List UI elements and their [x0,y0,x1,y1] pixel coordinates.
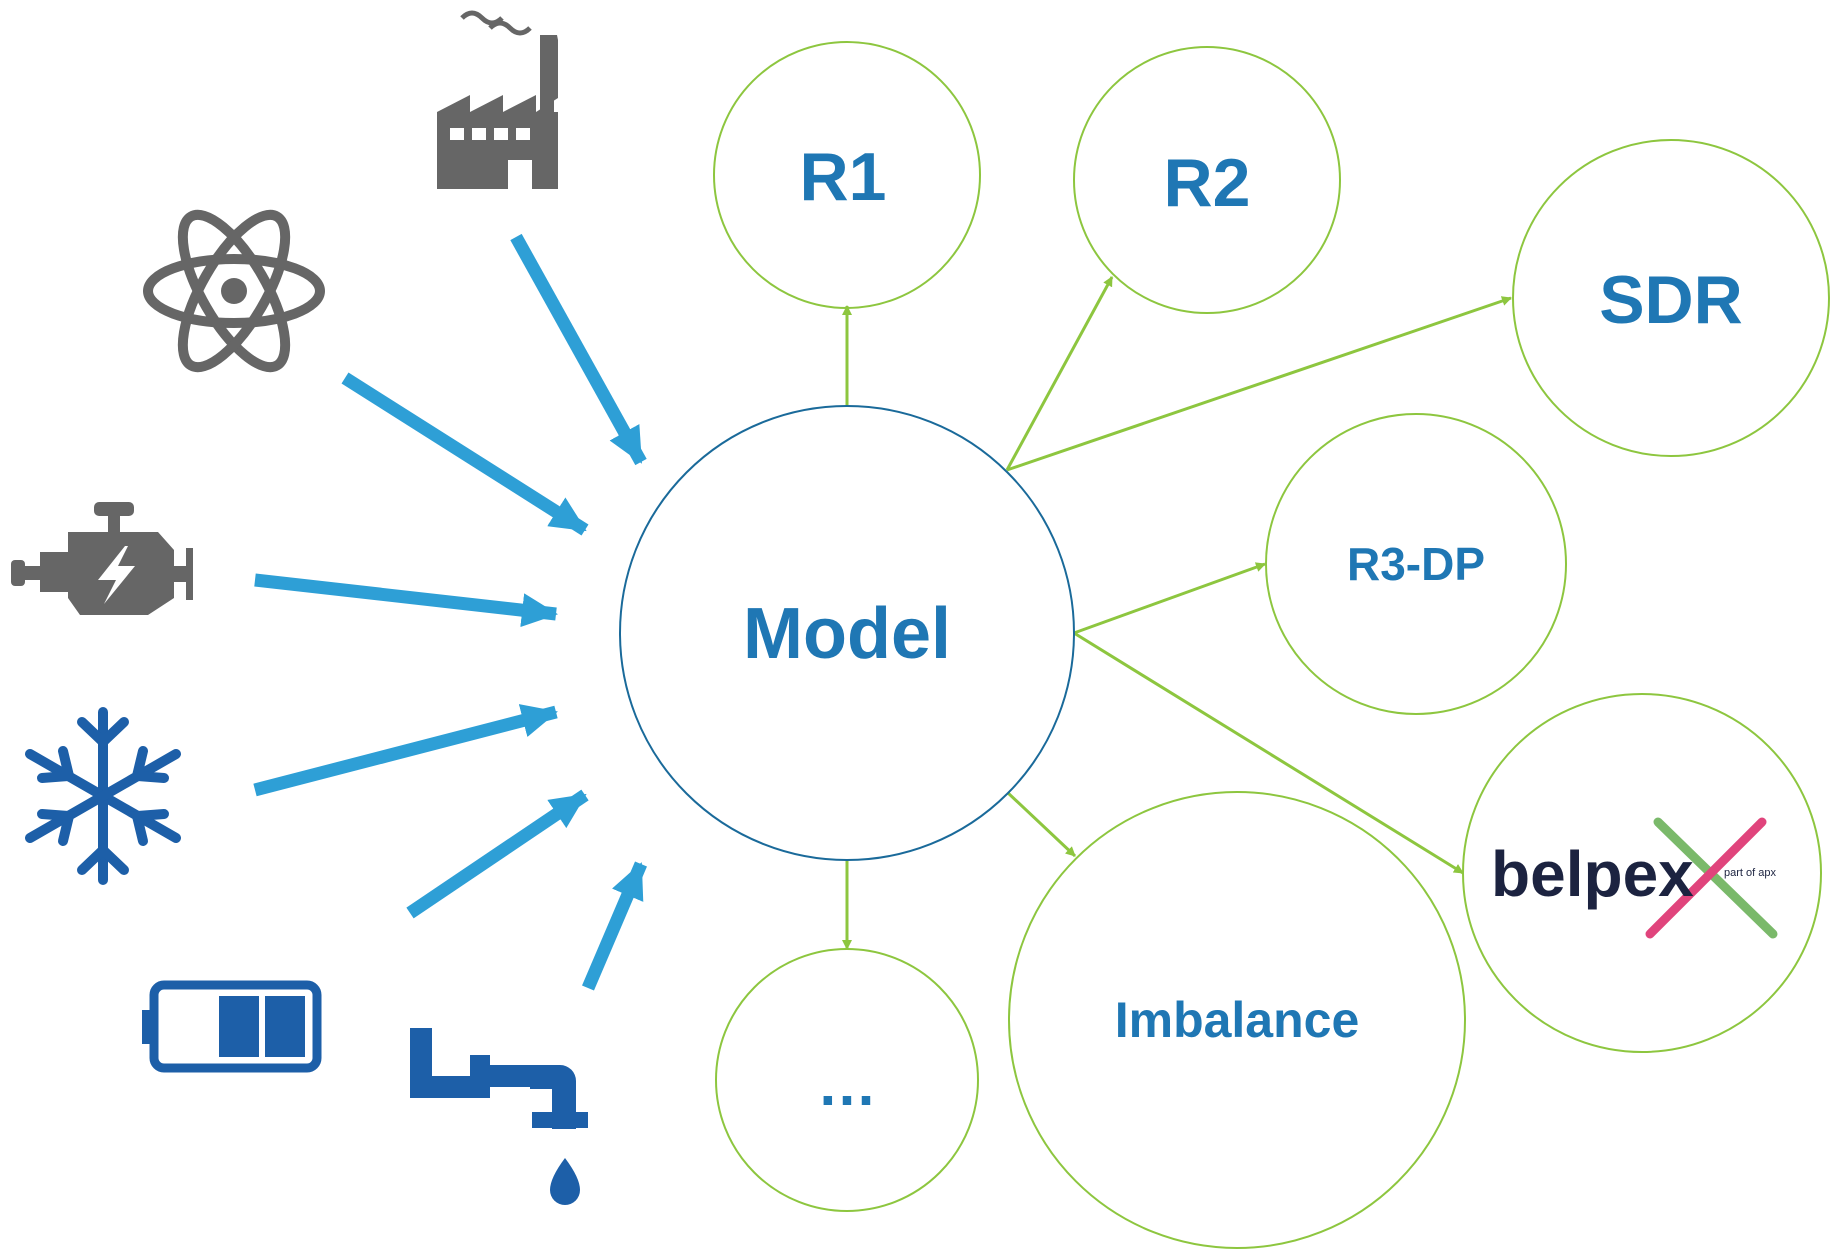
input-arrow-battery [406,789,589,919]
belpex-wordmark: belpex [1491,838,1694,910]
belpex-logo: belpex part of apx [1491,817,1778,939]
r2-circle [1073,46,1341,314]
model-label: Model [743,594,951,674]
belpex-sublabel: part of apx [1724,867,1776,879]
connector-imbalance [1005,790,1077,858]
r3dp-label: R3-DP [1347,538,1485,590]
belpex-circle [1462,693,1822,1053]
connector-belpex [1073,631,1464,875]
sdr-circle [1512,139,1830,457]
input-arrow-cooling [253,704,558,797]
connector-r2 [1005,276,1114,471]
more-label: … [817,1051,877,1118]
input-arrow-nuclear [341,372,589,536]
input-arrow-engine [254,573,558,628]
input-arrow-factory [510,233,647,466]
output-nodes [713,41,1830,1249]
imbalance-label: Imbalance [1115,992,1360,1048]
r1-label: R1 [800,139,887,215]
more-circle [715,948,979,1212]
imbalance-circle [1008,791,1466,1249]
r1-circle [713,41,981,309]
output-connectors [842,276,1512,950]
input-arrows [253,233,647,991]
battery-icon [142,980,322,1073]
connector-r3dp [1073,562,1266,635]
input-arrow-water [582,861,647,991]
atom-icon [143,209,325,373]
r2-label: R2 [1164,145,1251,221]
sdr-label: SDR [1599,262,1743,338]
snowflake-icon [25,707,181,885]
factory-icon [437,10,558,189]
faucet-icon [410,1028,588,1205]
r3dp-circle [1265,413,1567,715]
model-circle [619,405,1075,861]
connector-sdr [1006,296,1512,472]
engine-icon [11,502,193,615]
